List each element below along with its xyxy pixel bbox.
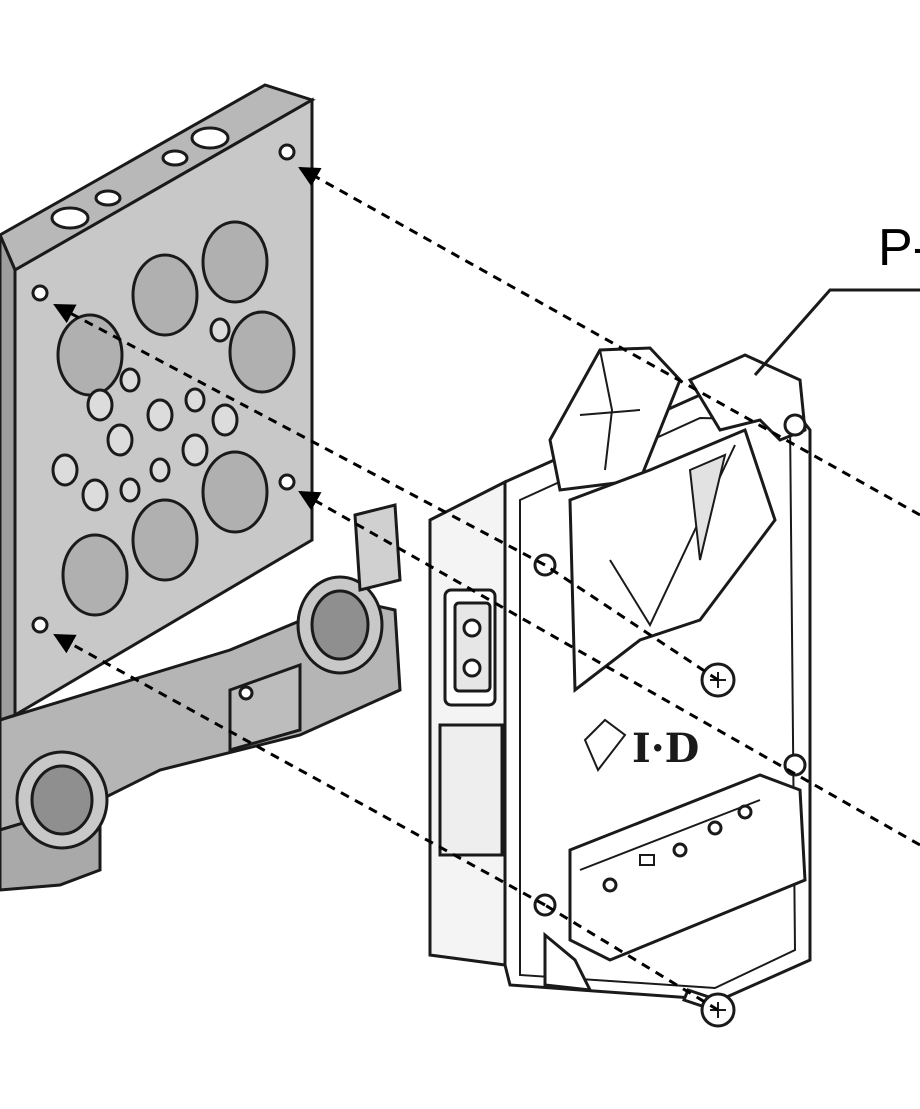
vmount-bracket: I·D	[428, 346, 812, 1002]
arrow-top-right	[298, 166, 920, 517]
callout-leader	[753, 288, 920, 376]
part-callout-label: P-	[878, 219, 920, 277]
arrow-top-left	[53, 303, 546, 567]
alignment-arrows	[53, 166, 920, 1012]
arrow-bottom-right	[298, 490, 920, 847]
arrow-bottom-left	[53, 633, 546, 907]
cheese-plate	[0, 83, 316, 722]
rod-clamp	[0, 503, 402, 892]
screw-bottom	[682, 988, 736, 1028]
screw-guide-bottom	[544, 903, 719, 1012]
screw-guide-top	[544, 563, 719, 682]
brand-logo: I·D	[632, 725, 699, 772]
